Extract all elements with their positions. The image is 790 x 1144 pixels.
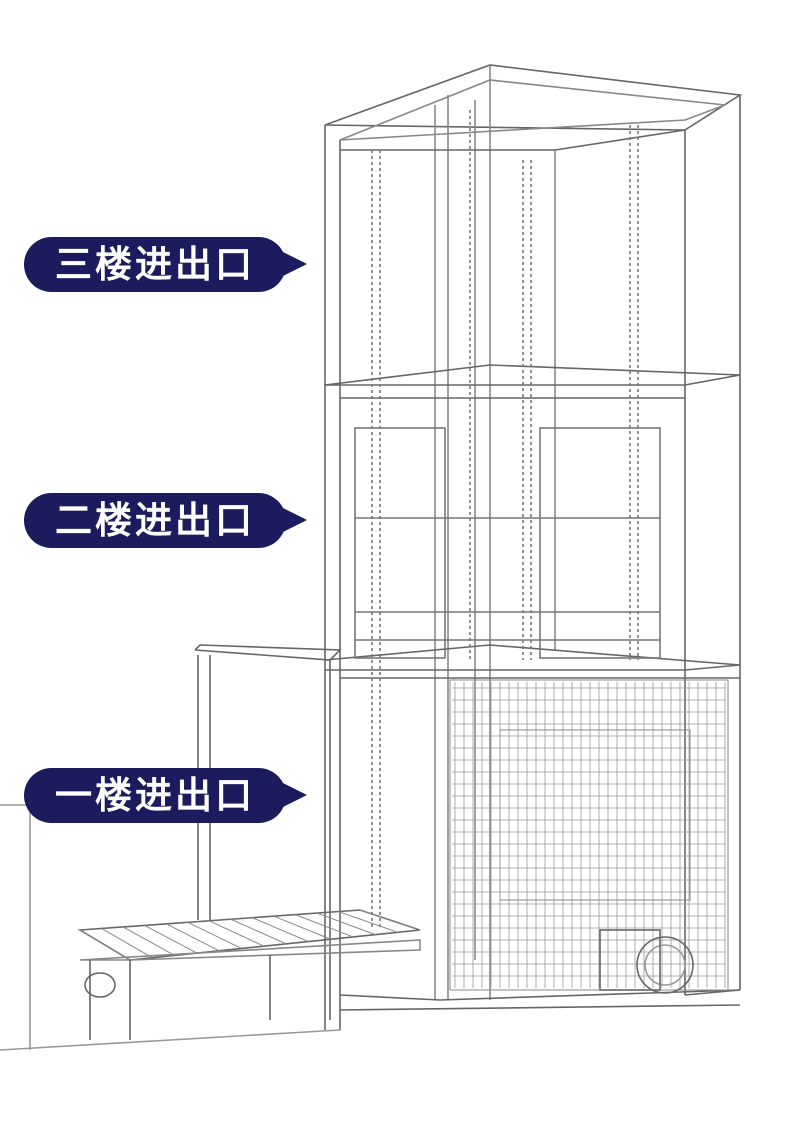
conveyor-roller: [187, 921, 242, 949]
conveyor-roller: [165, 923, 220, 952]
second-floor-entrance-label: 二楼进出口: [24, 493, 307, 548]
conveyor-roller: [101, 928, 153, 959]
conveyor-roller: [338, 911, 398, 933]
conveyor-roller: [359, 909, 421, 931]
building-wall: [0, 804, 341, 1051]
conveyor-roller: [230, 918, 287, 945]
pointer-arrow-icon: [279, 781, 307, 809]
conveyor-roller: [79, 929, 131, 961]
label-pill: [24, 493, 286, 548]
label-text: 三楼进出口: [55, 243, 255, 286]
conveyor-roller: [209, 920, 265, 947]
mesh-enclosure: [449, 679, 729, 991]
third-floor-entrance-label: 三楼进出口: [24, 237, 307, 292]
motor: [599, 929, 694, 994]
conveyor-roller: [295, 914, 354, 938]
lift-cage: [354, 427, 661, 659]
first-floor-entrance-label: 一楼进出口: [24, 768, 307, 823]
conveyor-roller: [252, 917, 309, 942]
chains: [371, 110, 639, 930]
conveyor-roller: [144, 924, 198, 954]
label-text: 一楼进出口: [55, 774, 255, 817]
conveyor-roller: [316, 912, 376, 936]
label-text: 二楼进出口: [55, 499, 255, 542]
conveyor-roller: [122, 926, 175, 956]
loading-platform: [77, 644, 421, 1040]
label-pill: [24, 768, 286, 823]
conveyor-roller: [273, 915, 331, 940]
label-pill: [24, 237, 286, 292]
pointer-arrow-icon: [279, 250, 307, 278]
tower-frame: [324, 64, 743, 1030]
pointer-arrow-icon: [279, 506, 307, 534]
